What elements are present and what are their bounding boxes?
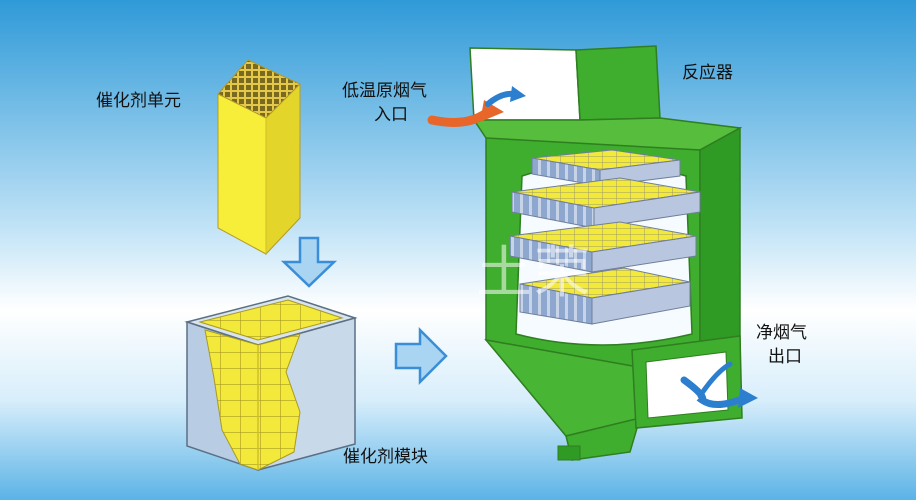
label-reactor: 反应器 (682, 63, 733, 83)
label-inlet-line2: 入口 (374, 105, 408, 125)
catalyst-unit-illustration (217, 59, 301, 256)
watermark: 土荣 (476, 241, 592, 306)
label-outlet-line1: 净烟气 (756, 323, 807, 343)
label-outlet-line2: 出口 (768, 347, 802, 367)
catalyst-module-illustration (184, 295, 358, 472)
right-arrow-icon (394, 326, 448, 386)
inlet-flow-arrow-icon (427, 86, 526, 127)
catalyst-trays (509, 149, 701, 325)
label-catalyst-module: 催化剂模块 (343, 447, 428, 467)
label-catalyst-unit: 催化剂单元 (96, 91, 181, 111)
outlet-flow-arrow-icon (680, 361, 758, 408)
down-arrow-icon (280, 236, 338, 288)
reactor-illustration (469, 45, 743, 461)
label-inlet-line1: 低温原烟气 (342, 81, 427, 101)
